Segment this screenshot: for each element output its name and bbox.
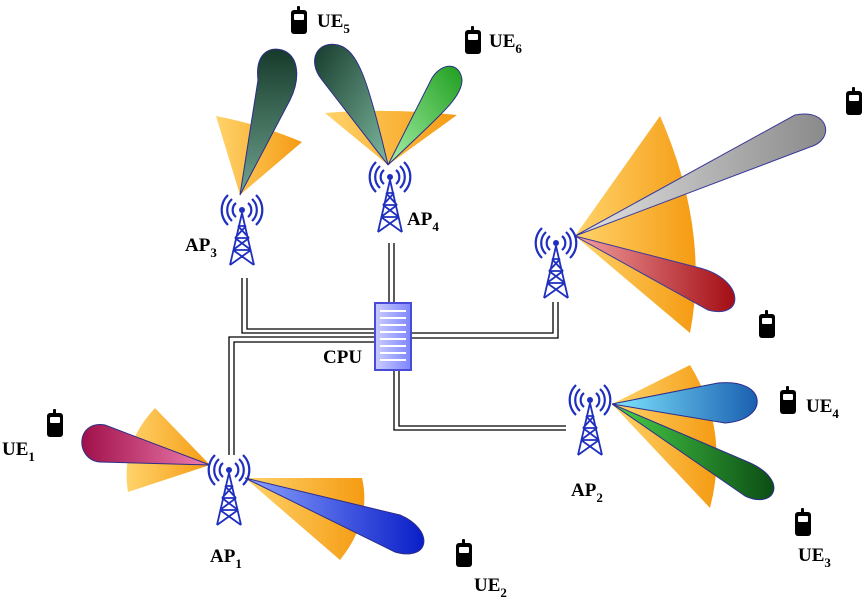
ue1-phone-icon — [47, 409, 63, 437]
ap4-beams — [314, 43, 463, 166]
ue2-phone-icon — [456, 539, 472, 567]
ap5-beams — [574, 113, 827, 333]
ue6-phone-icon — [465, 26, 481, 54]
backhaul-ap4-cpu — [388, 243, 395, 305]
backhaul-ap3-cpu — [241, 278, 376, 334]
ap3-tower-icon — [220, 193, 264, 267]
ap2-tower-icon — [568, 383, 612, 457]
ue5-label: UE5 — [317, 11, 350, 36]
ue5-beam-ap4 — [314, 43, 389, 166]
ap4-label: AP4 — [407, 209, 439, 234]
ap2-beams — [611, 365, 775, 508]
ap1-label: AP1 — [210, 546, 242, 571]
ap2-label: AP2 — [571, 480, 603, 505]
ap5-sector — [575, 116, 696, 333]
ap3-beams — [216, 48, 302, 196]
ap1-sector-right — [245, 478, 365, 560]
ue3-beam — [611, 403, 775, 501]
ap4-tower-icon — [368, 160, 412, 234]
ue4-phone-icon — [780, 386, 796, 414]
backhaul-links — [228, 243, 566, 455]
cpu-server-icon — [374, 302, 412, 371]
ue4-beam — [611, 382, 758, 424]
ue3-label: UE3 — [798, 545, 831, 570]
ap1-beams — [81, 408, 425, 560]
backhaul-ap1-cpu — [228, 336, 376, 455]
ue2-label: UE2 — [474, 575, 507, 600]
ue5-beam-ap3 — [239, 48, 298, 196]
ue1-beam — [81, 424, 211, 466]
gray-beam — [574, 113, 827, 237]
ue4-label: UE4 — [806, 396, 839, 421]
ue5-phone-icon — [291, 6, 307, 34]
ue1-label: UE1 — [2, 439, 35, 464]
ap3-label: AP3 — [185, 235, 217, 260]
cpu-label: CPU — [323, 347, 362, 368]
ap4-sector — [325, 110, 457, 165]
ue6-label: UE6 — [489, 31, 522, 56]
backhaul-ap5-cpu — [410, 302, 559, 339]
ue3-phone-icon — [795, 508, 811, 536]
ap1-tower-icon — [207, 453, 251, 527]
ue2-beam — [244, 477, 425, 555]
ue-red-phone-icon — [759, 310, 775, 338]
ap5-tower-icon — [534, 226, 578, 300]
red-beam — [574, 235, 736, 313]
ue6-beam-ap4 — [387, 65, 463, 166]
ue-gray-phone-icon — [846, 87, 862, 115]
backhaul-ap2-cpu — [393, 370, 566, 431]
